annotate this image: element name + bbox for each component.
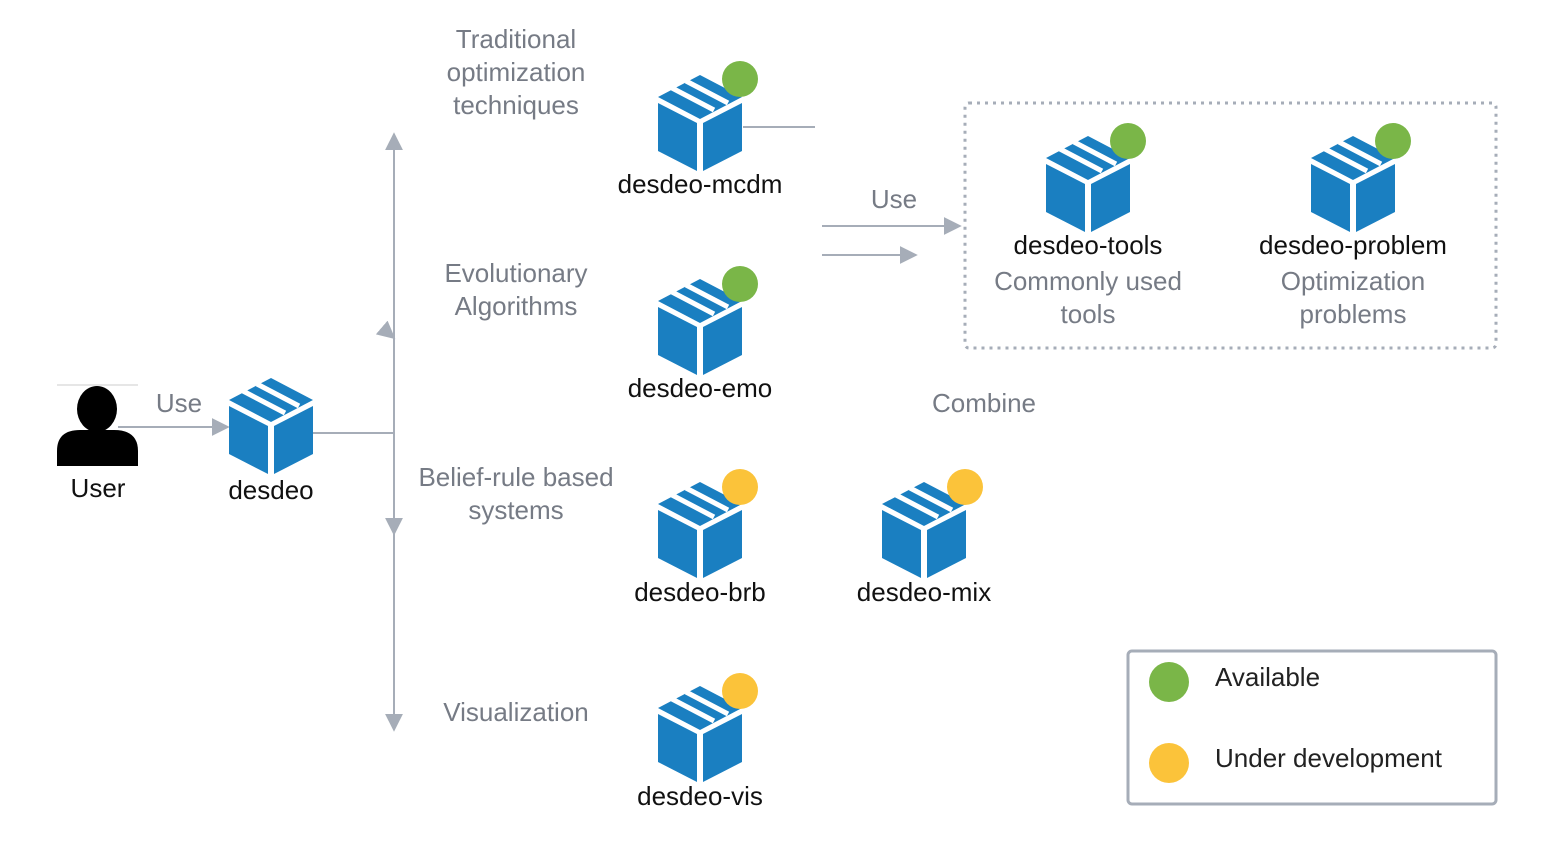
development-legend-dot bbox=[1149, 743, 1189, 783]
problem-description: problems bbox=[1299, 299, 1407, 329]
edge-label-belief-rule: Belief-rule based bbox=[418, 462, 614, 492]
legend-development-label: Under development bbox=[1215, 743, 1442, 773]
user-label: User bbox=[70, 473, 126, 503]
edge-label-use: Use bbox=[870, 184, 918, 214]
shared-modules-group bbox=[963, 101, 1498, 350]
desdeo-mix-label: desdeo-mix bbox=[856, 577, 992, 607]
status-development-dot bbox=[722, 673, 758, 709]
available-legend-dot bbox=[1149, 662, 1189, 702]
status-available-dot bbox=[1110, 123, 1146, 159]
desdeo-tools-label: desdeo-tools bbox=[1013, 230, 1163, 260]
status-available-dot bbox=[722, 266, 758, 302]
edge-label-traditional: Traditional bbox=[455, 24, 577, 54]
tools-description: Commonly used bbox=[994, 266, 1182, 296]
edge-label-evolutionary: Evolutionary bbox=[444, 258, 588, 288]
edge-label-traditional: optimization bbox=[446, 57, 586, 87]
status-development-dot bbox=[722, 469, 758, 505]
desdeo-brb-label: desdeo-brb bbox=[634, 577, 766, 607]
tools-description: tools bbox=[1060, 299, 1116, 329]
status-available-dot bbox=[1375, 123, 1411, 159]
edge-label-evolutionary: Algorithms bbox=[454, 291, 578, 321]
desdeo-mcdm-label: desdeo-mcdm bbox=[617, 169, 783, 199]
edge-label-belief-rule: systems bbox=[468, 495, 564, 525]
status-development-dot bbox=[947, 469, 983, 505]
edge-label-user-use: Use bbox=[155, 388, 203, 418]
desdeo-problem-label: desdeo-problem bbox=[1259, 230, 1447, 260]
legend-box bbox=[1126, 649, 1498, 806]
edge-label-traditional: techniques bbox=[453, 90, 579, 120]
status-available-dot bbox=[722, 61, 758, 97]
desdeo-emo-label: desdeo-emo bbox=[627, 373, 773, 403]
desdeo-vis-label: desdeo-vis bbox=[637, 781, 763, 811]
package-box-icon bbox=[229, 378, 313, 474]
user-silhouette-icon bbox=[57, 384, 138, 466]
problem-description: Optimization bbox=[1280, 266, 1426, 296]
desdeo-label: desdeo bbox=[228, 475, 314, 505]
edge-label-visualization: Visualization bbox=[443, 697, 589, 727]
edge-label-combine: Combine bbox=[931, 388, 1037, 418]
legend-available-label: Available bbox=[1215, 662, 1321, 692]
connectors bbox=[118, 126, 962, 732]
